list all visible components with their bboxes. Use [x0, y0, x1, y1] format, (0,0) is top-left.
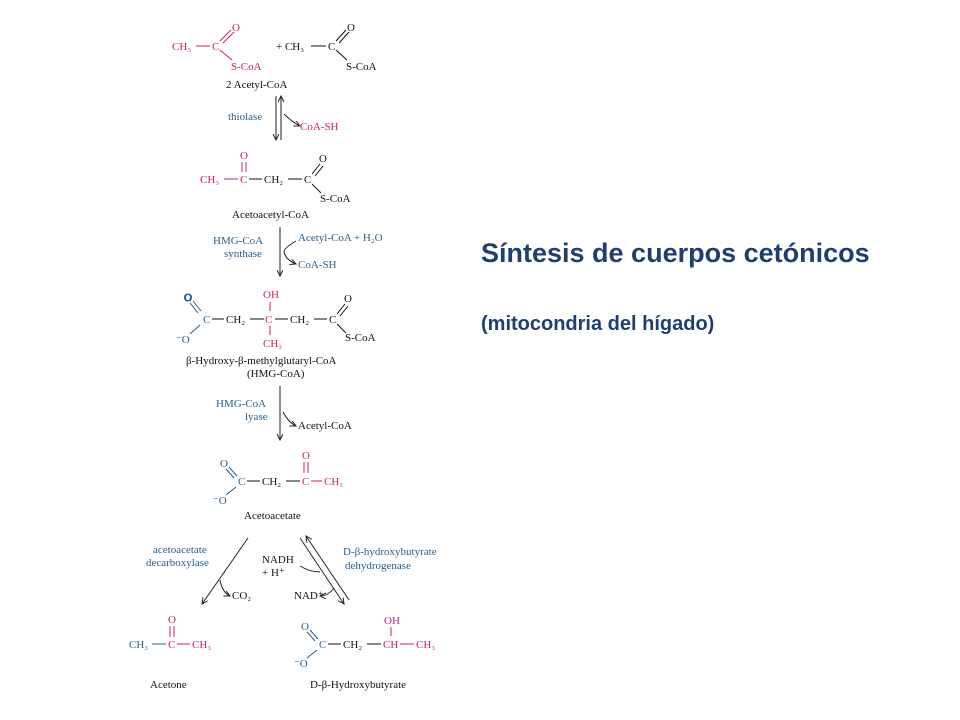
atom-oh: OH: [263, 289, 279, 301]
enzyme-thiolase: thiolase: [228, 111, 262, 123]
cofactor-h-plus: + H⁺: [262, 567, 285, 579]
label-hmg-coa-line1: β-Hydroxy-β-methylglutaryl-CoA: [186, 355, 337, 367]
atom-o: O: [301, 621, 309, 633]
label-acetoacetyl-coa: Acetoacetyl-CoA: [232, 209, 309, 221]
label-hmg-coa-line2: (HMG-CoA): [247, 368, 305, 380]
atom-ch: CH: [383, 639, 398, 651]
acetyl-coa-pair: CH₃ C O S-CoA + CH₃ C O S-CoA 2 Acetyl-C…: [172, 22, 377, 91]
atom-o: O: [302, 450, 310, 462]
enzyme-hmg-coa-synthase-line2: synthase: [224, 248, 262, 260]
label-d-beta-hydroxybutyrate: D-β-Hydroxybutyrate: [310, 679, 406, 691]
page-title: Síntesis de cuerpos cetónicos: [481, 238, 870, 268]
label-2-acetyl-coa: 2 Acetyl-CoA: [226, 79, 287, 91]
atom-c: C: [203, 314, 210, 326]
atom-c: C: [329, 314, 336, 326]
enzyme-decarboxylase-line1: acetoacetate: [153, 544, 207, 556]
ketogenesis-pathway-diagram: CH₃ C O S-CoA + CH₃ C O S-CoA 2 Acetyl-C…: [129, 22, 437, 691]
atom-o: O: [240, 150, 248, 162]
atom-o: O: [220, 458, 228, 470]
step-hmg-coa-lyase: HMG-CoA lyase Acetyl-CoA: [216, 386, 352, 440]
atom-o: O: [232, 22, 240, 34]
product-acetyl-coa: Acetyl-CoA: [298, 420, 352, 432]
atom-ch2: CH₂: [226, 314, 245, 326]
atom-c: C: [328, 41, 335, 53]
page-subtitle: (mitocondria del hígado): [481, 313, 715, 335]
atom-ch2: CH₂: [264, 174, 283, 186]
step-acetoacetate-decarboxylase: acetoacetate decarboxylase CO₂: [146, 537, 251, 604]
enzyme-hmg-coa-lyase-line2: lyase: [245, 411, 268, 423]
step-thiolase: thiolase CoA-SH: [228, 96, 339, 140]
atom-ch2: CH₂: [290, 314, 309, 326]
cofactor-nad-plus: NAD⁺: [294, 590, 324, 602]
atom-ch3: CH₃: [200, 174, 219, 186]
atom-o-minus: ⁻O: [294, 658, 308, 670]
atom-ch3: CH₃: [129, 639, 148, 651]
atom-c: C: [168, 639, 175, 651]
enzyme-dehydrogenase-line2: dehydrogenase: [345, 560, 411, 572]
atom-c: C: [265, 314, 272, 326]
atom-ch3: CH₃: [192, 639, 211, 651]
atom-o-minus: ⁻O: [213, 495, 227, 507]
atom-c: C: [319, 639, 326, 651]
product-co2: CO₂: [232, 590, 251, 602]
atom-ch3: CH₃: [416, 639, 435, 651]
atom-c: C: [212, 41, 219, 53]
atom-s-coa: S-CoA: [231, 61, 262, 73]
enzyme-dehydrogenase-line1: D-β-hydroxybutyrate: [343, 546, 437, 558]
atom-ch3: CH₃: [324, 476, 343, 488]
atom-s-coa: S-CoA: [320, 193, 351, 205]
atom-o: O: [344, 293, 352, 305]
label-acetone: Acetone: [150, 679, 187, 691]
cofactor-nadh: NADH: [262, 554, 294, 566]
atom-c: C: [240, 174, 247, 186]
product-coa-sh: CoA-SH: [300, 121, 339, 133]
acetoacetate: O C ⁻O CH₂ C O CH₃ Acetoacetate: [213, 450, 343, 522]
acetoacetyl-coa: CH₃ C O CH₂ C O S-CoA Acetoacetyl-CoA: [200, 150, 351, 221]
atom-o-minus: ⁻O: [176, 334, 190, 346]
acetone: CH₃ C O CH₃ Acetone: [129, 614, 211, 691]
atom-oh: OH: [384, 615, 400, 627]
atom-o: O: [347, 22, 355, 34]
label-acetoacetate: Acetoacetate: [244, 510, 301, 522]
atom-ch2: CH₂: [262, 476, 281, 488]
atom-ch3: CH₃: [263, 338, 282, 350]
atom-ch3: CH₃: [172, 41, 191, 53]
atom-plus-ch3: + CH₃: [276, 41, 304, 53]
atom-c: C: [238, 476, 245, 488]
enzyme-decarboxylase-line2: decarboxylase: [146, 557, 209, 569]
atom-s-coa: S-CoA: [346, 61, 377, 73]
atom-o: O: [168, 614, 176, 626]
product-coa-sh: CoA-SH: [298, 259, 337, 271]
atom-o: O: [184, 292, 192, 304]
atom-ch2: CH₂: [343, 639, 362, 651]
substrate-acetyl-coa-h2o: Acetyl-CoA + H₂O: [298, 232, 383, 244]
enzyme-hmg-coa-lyase-line1: HMG-CoA: [216, 398, 266, 410]
hmg-coa: O C ⁻O CH₂ C OH CH₃ CH₂ C O S-CoA β-Hydr…: [176, 289, 376, 380]
atom-o: O: [319, 153, 327, 165]
atom-c: C: [304, 174, 311, 186]
atom-s-coa: S-CoA: [345, 332, 376, 344]
d-beta-hydroxybutyrate: O C ⁻O CH₂ CH OH CH₃ D-β-Hydroxybutyrate: [294, 615, 435, 691]
step-hydroxybutyrate-dehydrogenase: D-β-hydroxybutyrate dehydrogenase NADH +…: [262, 536, 437, 604]
atom-c: C: [302, 476, 309, 488]
enzyme-hmg-coa-synthase-line1: HMG-CoA: [213, 235, 263, 247]
step-hmg-coa-synthase: HMG-CoA synthase Acetyl-CoA + H₂O CoA-SH: [213, 227, 383, 276]
